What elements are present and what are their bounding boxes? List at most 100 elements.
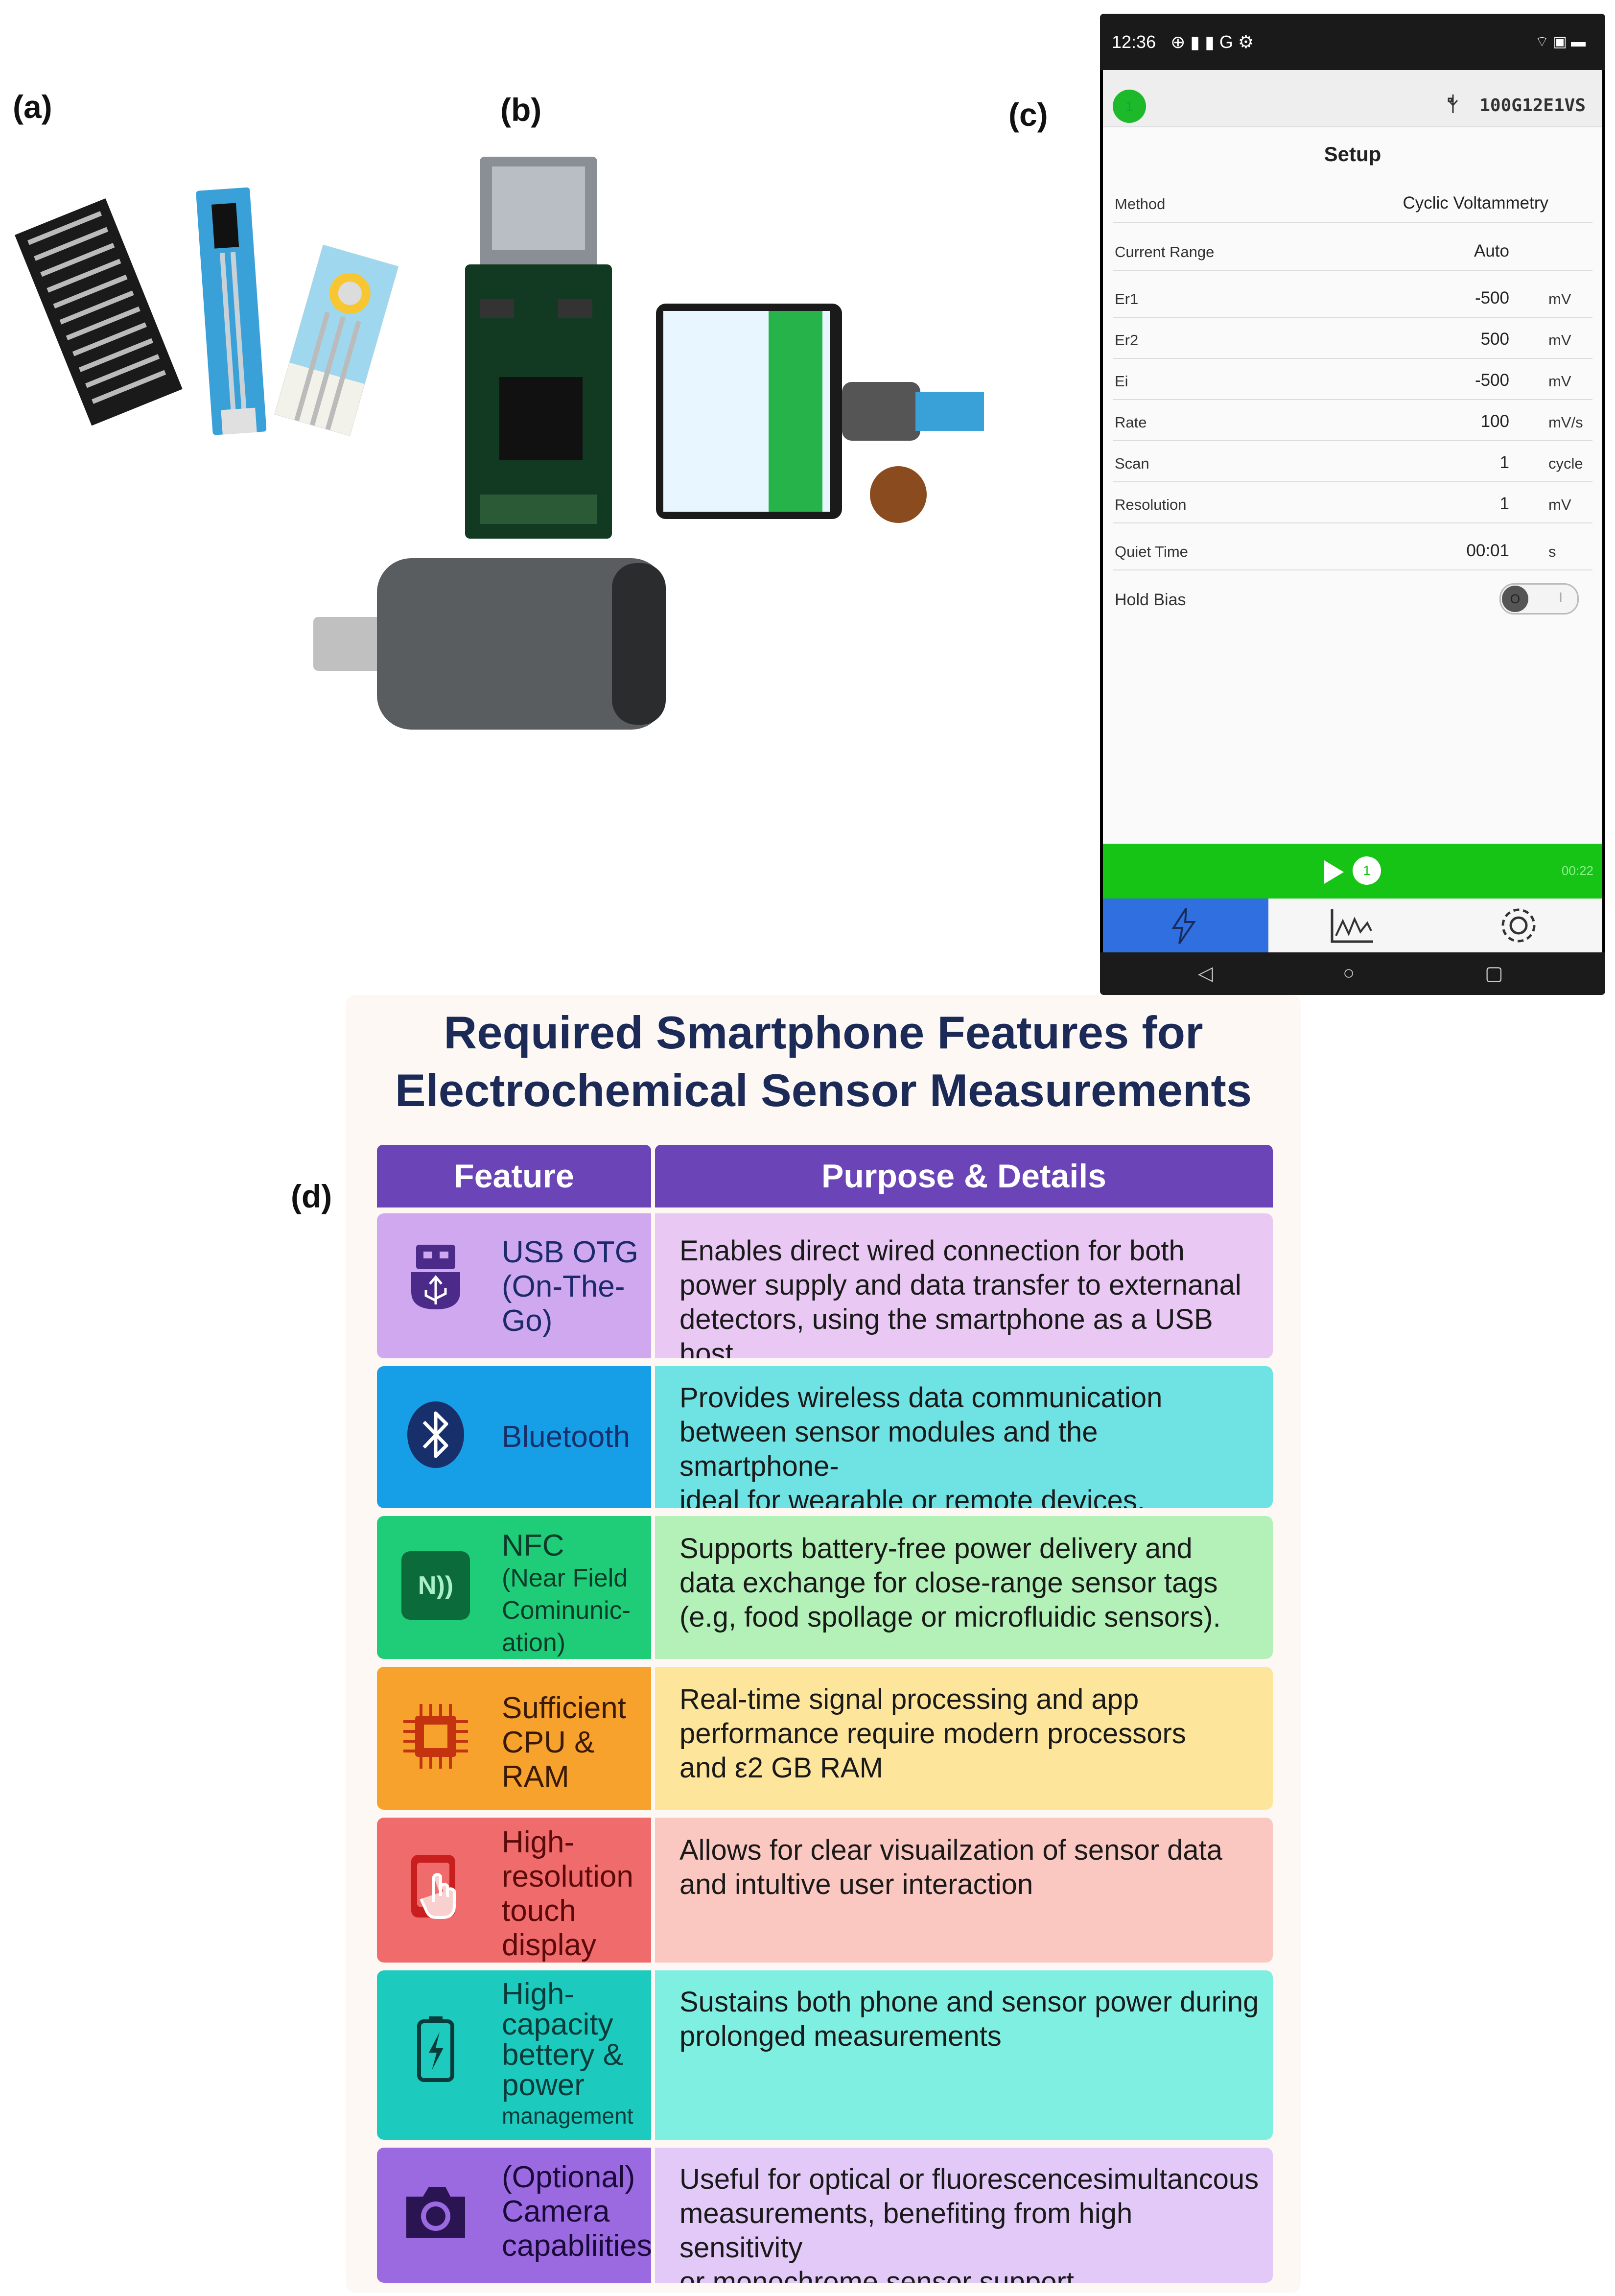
feature-name: Bluetooth [502, 1420, 630, 1454]
feature-cell: (Optional) Camera capabliities [377, 2148, 652, 2283]
hold-bias-toggle[interactable]: O I [1499, 583, 1579, 615]
status-time: 12:36 [1112, 31, 1156, 52]
param-unit: mV [1548, 496, 1571, 513]
tab-bar [1103, 899, 1602, 952]
feature-name: USB OTG (On-The- Go) [502, 1235, 639, 1338]
tab-plot[interactable] [1269, 899, 1435, 952]
param-unit: mV [1548, 373, 1571, 390]
param-label: Quiet Time [1115, 543, 1188, 560]
play-icon[interactable] [1324, 860, 1344, 884]
param-row-resolution[interactable]: Resolution 1 mV [1113, 483, 1592, 523]
status-icons: ⊕ ▮ ▮ G ⚙ [1170, 31, 1254, 52]
header-purpose: Purpose & Details [655, 1145, 1273, 1207]
param-row-er1[interactable]: Er1 -500 mV [1113, 278, 1592, 318]
feature-row-cpu-ram: Sufficient CPU & RAM Real-time signal pr… [377, 1667, 1273, 1810]
usb-icon [1448, 95, 1458, 113]
purpose-text: Enables direct wired connection for both… [679, 1235, 1241, 1358]
run-bar[interactable]: 1 00:22 [1103, 844, 1602, 899]
param-label: Method [1115, 195, 1166, 213]
panel-label-b: (b) [500, 92, 542, 128]
lightning-icon [1171, 907, 1196, 945]
purpose-cell: Sustains both phone and sensor power dur… [655, 1970, 1273, 2140]
purpose-cell: Provides wireless data communication bet… [655, 1366, 1273, 1508]
param-unit: mV [1548, 331, 1571, 349]
tab-settings[interactable] [1436, 899, 1601, 952]
purpose-text: Allows for clear visuailzation of sensor… [679, 1834, 1222, 1900]
toggle-state: I [1559, 590, 1563, 605]
purpose-text: Supports battery-free power delivery and… [679, 1533, 1221, 1633]
status-bar: 12:36 ⊕ ▮ ▮ G ⚙ [1100, 14, 1605, 70]
param-value: Cyclic Voltammetry [1403, 193, 1548, 213]
title-line-1: Required Smartphone Features for [444, 1007, 1203, 1058]
purpose-text: Sustains both phone and sensor power dur… [679, 1986, 1259, 2052]
battery-icon [417, 2016, 454, 2082]
purpose-cell: Supports battery-free power delivery and… [655, 1516, 1273, 1659]
feature-name: Sufficient CPU & RAM [502, 1691, 626, 1794]
screen-printed-electrode [274, 244, 399, 436]
blue-strip-sensor [196, 187, 267, 435]
potentiostat-hardware-photo [304, 152, 1008, 739]
nav-home-icon[interactable]: ○ [1343, 962, 1355, 984]
param-row-er2[interactable]: Er2 500 mV [1113, 319, 1592, 359]
nav-recent-icon[interactable]: ▢ [1485, 963, 1503, 984]
connection-indicator: 1 [1113, 90, 1146, 123]
purpose-text: Real-time signal processing and app perf… [679, 1683, 1186, 1784]
param-value: -500 [1475, 288, 1509, 308]
feature-cell: Bluetooth [377, 1366, 651, 1508]
param-row-hold-bias: Hold Bias [1113, 579, 1592, 618]
feature-cell: USB OTG (On-The- Go) [377, 1213, 651, 1358]
param-value: 1 [1499, 453, 1509, 472]
purpose-text: Useful for optical or fluorescencesimult… [679, 2163, 1259, 2283]
feature-row-battery: High- capacity bettery & power managemen… [377, 1970, 1273, 2140]
camera-icon [406, 2187, 465, 2238]
pcb-board [465, 157, 612, 539]
feature-row-camera: (Optional) Camera capabliities Useful fo… [377, 2148, 1273, 2283]
bluetooth-icon [407, 1401, 464, 1468]
usb-icon [411, 1245, 460, 1309]
chart-icon [1331, 909, 1373, 943]
feature-cell: High- capacity bettery & power managemen… [377, 1970, 651, 2140]
param-row-scan[interactable]: Scan 1 cycle [1113, 442, 1592, 482]
param-row-quiet-time[interactable]: Quiet Time 00:01 s [1113, 530, 1592, 570]
param-label: Hold Bias [1115, 591, 1186, 609]
app-screen: 1 100G12E1VS Setup Method Cyclic Voltamm… [1103, 70, 1602, 849]
status-right-icons: ⌔ ▣ ▬ [1535, 34, 1586, 50]
feature-name: (Optional) Camera capabliities [502, 2160, 652, 2263]
panel-label-d: (d) [291, 1178, 332, 1214]
param-row-method[interactable]: Method Cyclic Voltammetry [1113, 183, 1592, 223]
param-label: Er2 [1115, 331, 1139, 349]
param-row-ei[interactable]: Ei -500 mV [1113, 360, 1592, 400]
device-bar[interactable]: 1 100G12E1VS [1103, 70, 1602, 127]
phone-with-sensor [656, 304, 984, 523]
feature-name: High- capacity bettery & power managemen… [502, 1977, 633, 2129]
param-value: 1 [1499, 494, 1509, 513]
nav-back-icon[interactable]: ◁ [1198, 963, 1213, 984]
param-label: Ei [1115, 373, 1128, 390]
feature-row-touch-display: High- resolution touch display Allows fo… [377, 1818, 1273, 1963]
panel-label-c: (c) [1008, 96, 1048, 133]
nfc-icon: N)) [401, 1551, 470, 1620]
tab-measure[interactable] [1103, 899, 1268, 952]
feature-row-bluetooth: Bluetooth Provides wireless data communi… [377, 1366, 1273, 1508]
usb-c-adapter [313, 558, 666, 730]
param-label: Scan [1115, 455, 1149, 472]
cpu-icon [403, 1704, 468, 1769]
feature-name: High- resolution touch display [502, 1825, 633, 1962]
purpose-cell: Allows for clear visuailzation of sensor… [655, 1818, 1273, 1963]
param-unit: cycle [1548, 455, 1583, 472]
sensor-strips-photo [0, 176, 441, 470]
param-label: Rate [1115, 414, 1147, 431]
infographic-title: Required Smartphone Features for Electro… [346, 995, 1301, 1119]
param-unit: mV [1548, 290, 1571, 308]
feature-cell: N)) NFC (Near Field Cominunic- ation) [377, 1516, 651, 1659]
setup-title: Setup [1324, 142, 1381, 166]
param-value: 100 [1480, 412, 1509, 431]
param-row-rate[interactable]: Rate 100 mV/s [1113, 401, 1592, 441]
param-row-current-range[interactable]: Current Range Auto [1113, 231, 1592, 271]
param-unit: s [1548, 543, 1556, 560]
device-id: 100G12E1VS [1479, 95, 1586, 116]
android-nav-bar: ◁ ○ ▢ [1100, 952, 1605, 995]
param-value: Auto [1474, 241, 1509, 260]
title-line-2: Electrochemical Sensor Measurements [395, 1065, 1252, 1116]
feature-name: NFC (Near Field Cominunic- ation) [502, 1529, 631, 1657]
